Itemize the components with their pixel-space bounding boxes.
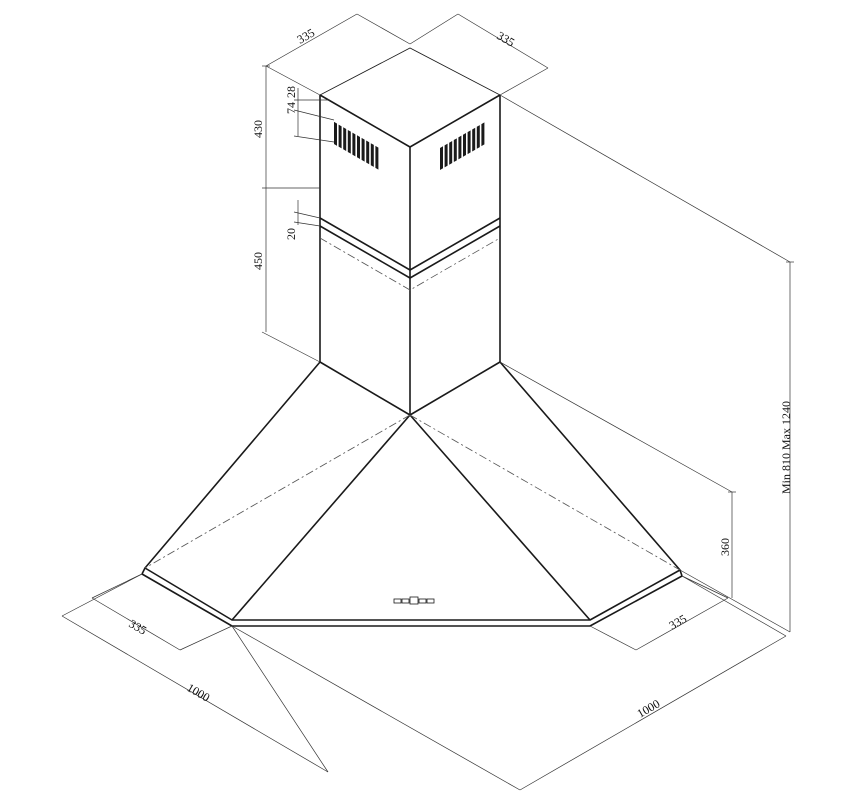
dim-side-right: 1000 <box>635 696 663 720</box>
canopy-top-right <box>409 361 501 416</box>
vent-slat <box>347 129 351 154</box>
chimney-band-lower <box>319 225 501 279</box>
dim-chimney-width: 335 <box>495 28 518 49</box>
dim-vent-height: 74 <box>284 102 298 114</box>
dim-upper-chimney-height: 430 <box>251 120 265 138</box>
vent-slat <box>370 143 374 167</box>
vent-slat <box>343 127 347 152</box>
canopy-outline <box>144 361 681 621</box>
control-button <box>426 598 435 604</box>
control-button <box>393 598 402 604</box>
dim-wall-right: 335 <box>667 611 690 632</box>
vent-slat <box>375 145 379 170</box>
vent-slat <box>476 125 480 149</box>
vent-slat <box>463 133 466 157</box>
dim-total-height: Min 810 Max 1240 <box>779 401 793 494</box>
vent-grille-left <box>334 122 379 170</box>
vent-slat <box>458 135 462 160</box>
vent-slat <box>334 122 337 146</box>
vent-slat <box>449 140 453 165</box>
control-button <box>418 598 427 604</box>
chimney-top-back-edges <box>319 47 501 96</box>
vent-slat <box>361 137 365 162</box>
dimension-lines <box>61 13 794 791</box>
canopy-right-front-edge <box>409 414 591 621</box>
vent-slat <box>366 140 370 165</box>
vent-slat <box>472 127 476 152</box>
dim-canopy-height: 360 <box>718 538 732 556</box>
vent-grille-right <box>440 122 485 170</box>
canopy <box>141 361 683 627</box>
vent-slat <box>352 132 356 157</box>
vent-slat <box>453 138 457 163</box>
vent-slat <box>440 146 443 170</box>
dim-chimney-depth: 335 <box>295 25 318 46</box>
dim-wall-left: 335 <box>127 616 150 637</box>
dim-overlap: 20 <box>284 228 298 240</box>
chimney-band-centerline <box>319 237 501 291</box>
chimney-band-upper <box>319 217 501 271</box>
vent-slat <box>481 122 485 147</box>
dim-vent-offset: 28 <box>284 86 298 98</box>
dim-side-left: 1000 <box>185 680 213 704</box>
canopy-hidden-left <box>144 414 411 569</box>
canopy-left-front-edge <box>231 414 411 621</box>
canopy-rim <box>141 573 683 627</box>
vent-slat <box>467 130 471 155</box>
control-button <box>401 598 410 604</box>
control-knob <box>409 596 419 605</box>
vent-slat <box>338 124 342 149</box>
canopy-hidden-right <box>409 414 681 571</box>
chimney <box>319 47 501 415</box>
vent-slat <box>357 135 360 159</box>
canopy-top-left <box>319 361 411 416</box>
dim-lower-chimney-height: 450 <box>251 252 265 270</box>
vent-slat <box>444 143 448 168</box>
control-panel <box>393 596 435 605</box>
